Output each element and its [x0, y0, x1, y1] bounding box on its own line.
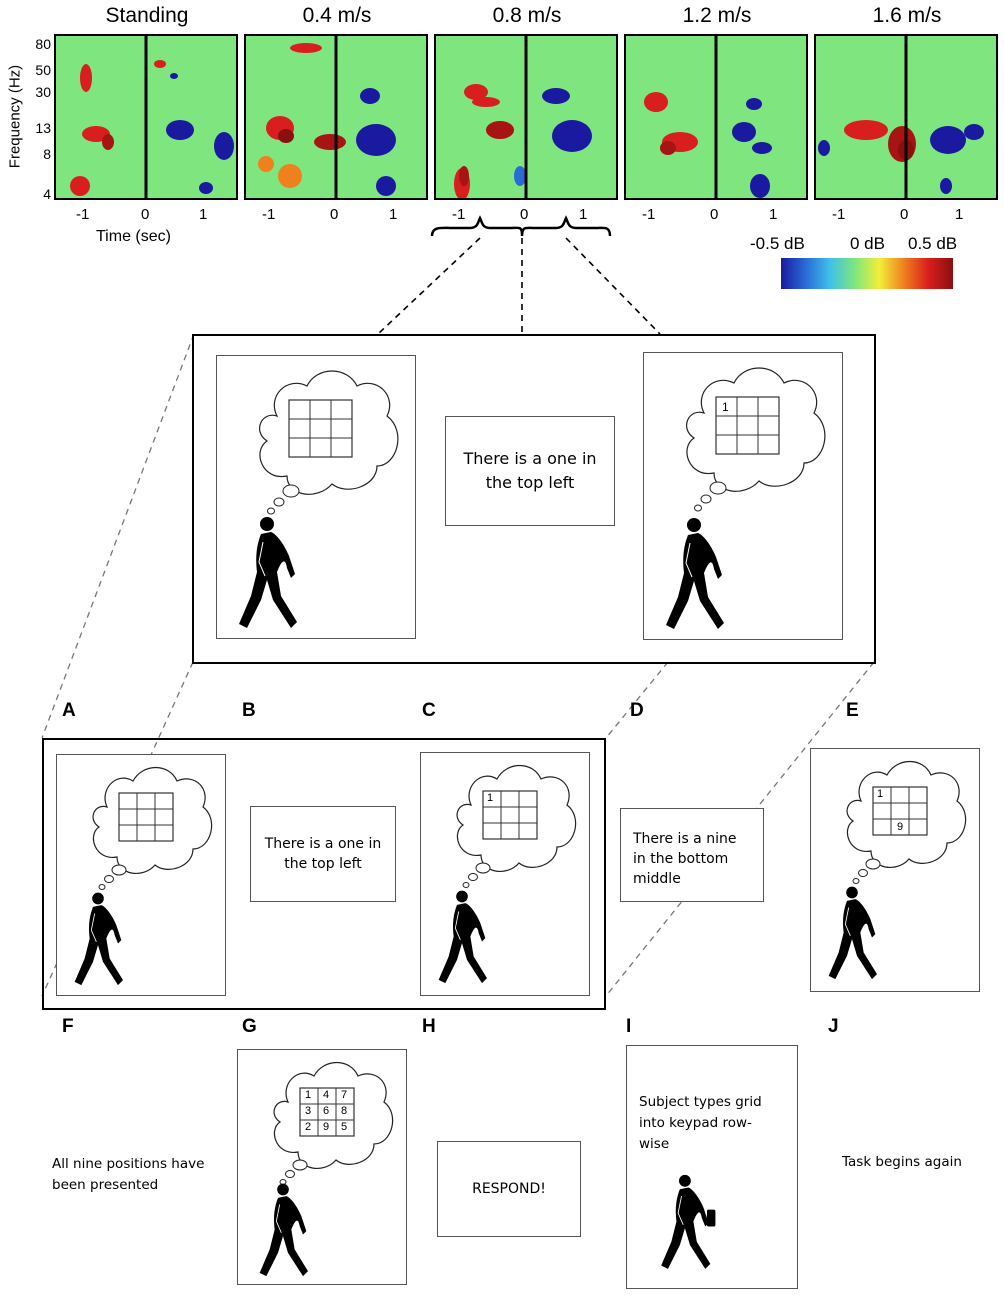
y-tick: 30	[35, 84, 51, 100]
panel-g-cell: 9	[323, 1121, 330, 1133]
x-tick: 1	[389, 206, 398, 223]
label-c: C	[422, 700, 436, 721]
panel-h: RESPOND!	[437, 1141, 581, 1237]
spectrogram-0-8	[434, 34, 618, 200]
panel-e-grid-cell-1: 1	[877, 788, 884, 800]
walking-person-with-keypad-icon	[657, 1174, 723, 1279]
walking-person-icon	[827, 885, 877, 990]
panel-e: 1 9	[810, 748, 980, 992]
x-tick: 0	[710, 206, 719, 223]
x-tick: -1	[452, 206, 466, 223]
y-tick: 8	[43, 146, 51, 162]
spectrogram-title-0-8: 0.8 m/s	[492, 4, 562, 27]
label-b: B	[242, 700, 256, 721]
label-i: I	[626, 1016, 632, 1037]
panel-g-cell: 1	[305, 1089, 312, 1101]
spectrogram-1-6	[814, 34, 998, 200]
label-j: J	[828, 1016, 839, 1037]
panel-b-message: There is a one in the top left	[264, 836, 382, 872]
x-tick: 1	[769, 206, 778, 223]
zoom-message: There is a one in the top left	[445, 416, 615, 526]
zoom-panel-one-grid: 1	[643, 352, 843, 640]
y-tick: 80	[35, 36, 51, 52]
panel-d: There is a nine in the bottom middle	[620, 808, 764, 902]
walking-person-icon	[237, 516, 297, 639]
panel-g: 1 4 7 3 6 8 2 9 5	[237, 1049, 407, 1285]
panel-c-grid-cell: 1	[487, 792, 494, 804]
label-e: E	[846, 700, 859, 721]
x-tick: -1	[642, 206, 656, 223]
panel-g-cell: 6	[323, 1105, 330, 1117]
x-tick: 1	[955, 206, 964, 223]
colorbar-label-mid: 0 dB	[850, 234, 885, 253]
x-tick: -1	[262, 206, 276, 223]
spectrogram-title-1-2: 1.2 m/s	[682, 4, 752, 27]
panel-i-text: Subject types grid into keypad row-wise	[639, 1094, 762, 1152]
panel-d-message: There is a nine in the bottom middle	[633, 831, 737, 887]
zoom-frame	[192, 334, 876, 664]
panel-g-cell: 3	[305, 1105, 312, 1117]
panel-g-cell: 8	[341, 1105, 348, 1117]
spectrogram-1-2	[624, 34, 808, 200]
panel-c: 1	[420, 752, 590, 996]
panel-g-cell: 4	[323, 1089, 330, 1101]
x-tick: 0	[520, 206, 529, 223]
panel-g-cell: 7	[341, 1089, 348, 1101]
x-tick: 0	[900, 206, 909, 223]
zoom-message-text: There is a one in the top left	[463, 449, 597, 492]
x-tick: -1	[832, 206, 846, 223]
spectrogram-title-1-6: 1.6 m/s	[872, 4, 942, 27]
label-f: F	[62, 1016, 74, 1037]
panel-g-cell: 5	[341, 1121, 348, 1133]
walking-person-icon	[73, 891, 123, 996]
colorbar	[781, 258, 953, 289]
sequence-zoom-frame	[42, 738, 606, 1010]
label-h: H	[422, 1016, 436, 1037]
zoom-panel-empty-grid	[216, 355, 416, 639]
x-tick: 1	[579, 206, 588, 223]
panel-i: Subject types grid into keypad row-wise	[626, 1045, 798, 1289]
spectrogram-standing	[54, 34, 238, 200]
panel-g-cell: 2	[305, 1121, 312, 1133]
panel-j-text: Task begins again	[842, 1154, 962, 1170]
label-g: G	[242, 1016, 257, 1037]
y-tick: 4	[43, 186, 51, 202]
x-tick: -1	[76, 206, 90, 223]
walking-person-icon	[664, 517, 724, 640]
label-a: A	[62, 700, 76, 721]
x-tick: 0	[141, 206, 150, 223]
panel-f-text: All nine positions have been presented	[52, 1156, 205, 1193]
spectrogram-title-0-4: 0.4 m/s	[302, 4, 372, 27]
panel-a	[56, 754, 226, 996]
respond-message: RESPOND!	[472, 1181, 546, 1197]
spectrogram-title-standing: Standing	[105, 4, 189, 27]
x-tick: 1	[199, 206, 208, 223]
x-axis-label: Time (sec)	[96, 228, 171, 245]
colorbar-label-max: 0.5 dB	[908, 234, 958, 253]
walking-person-icon	[258, 1182, 308, 1287]
x-tick: 0	[330, 206, 339, 223]
y-tick: 50	[35, 62, 51, 78]
panel-e-grid-cell-9: 9	[897, 821, 904, 833]
walking-person-icon	[437, 889, 487, 994]
zoom-grid-cell: 1	[722, 400, 729, 414]
label-d: D	[630, 700, 644, 721]
spectrogram-0-4	[244, 34, 428, 200]
panel-b: There is a one in the top left	[250, 806, 396, 902]
colorbar-label-min: -0.5 dB	[750, 234, 805, 253]
y-tick: 13	[35, 120, 51, 136]
